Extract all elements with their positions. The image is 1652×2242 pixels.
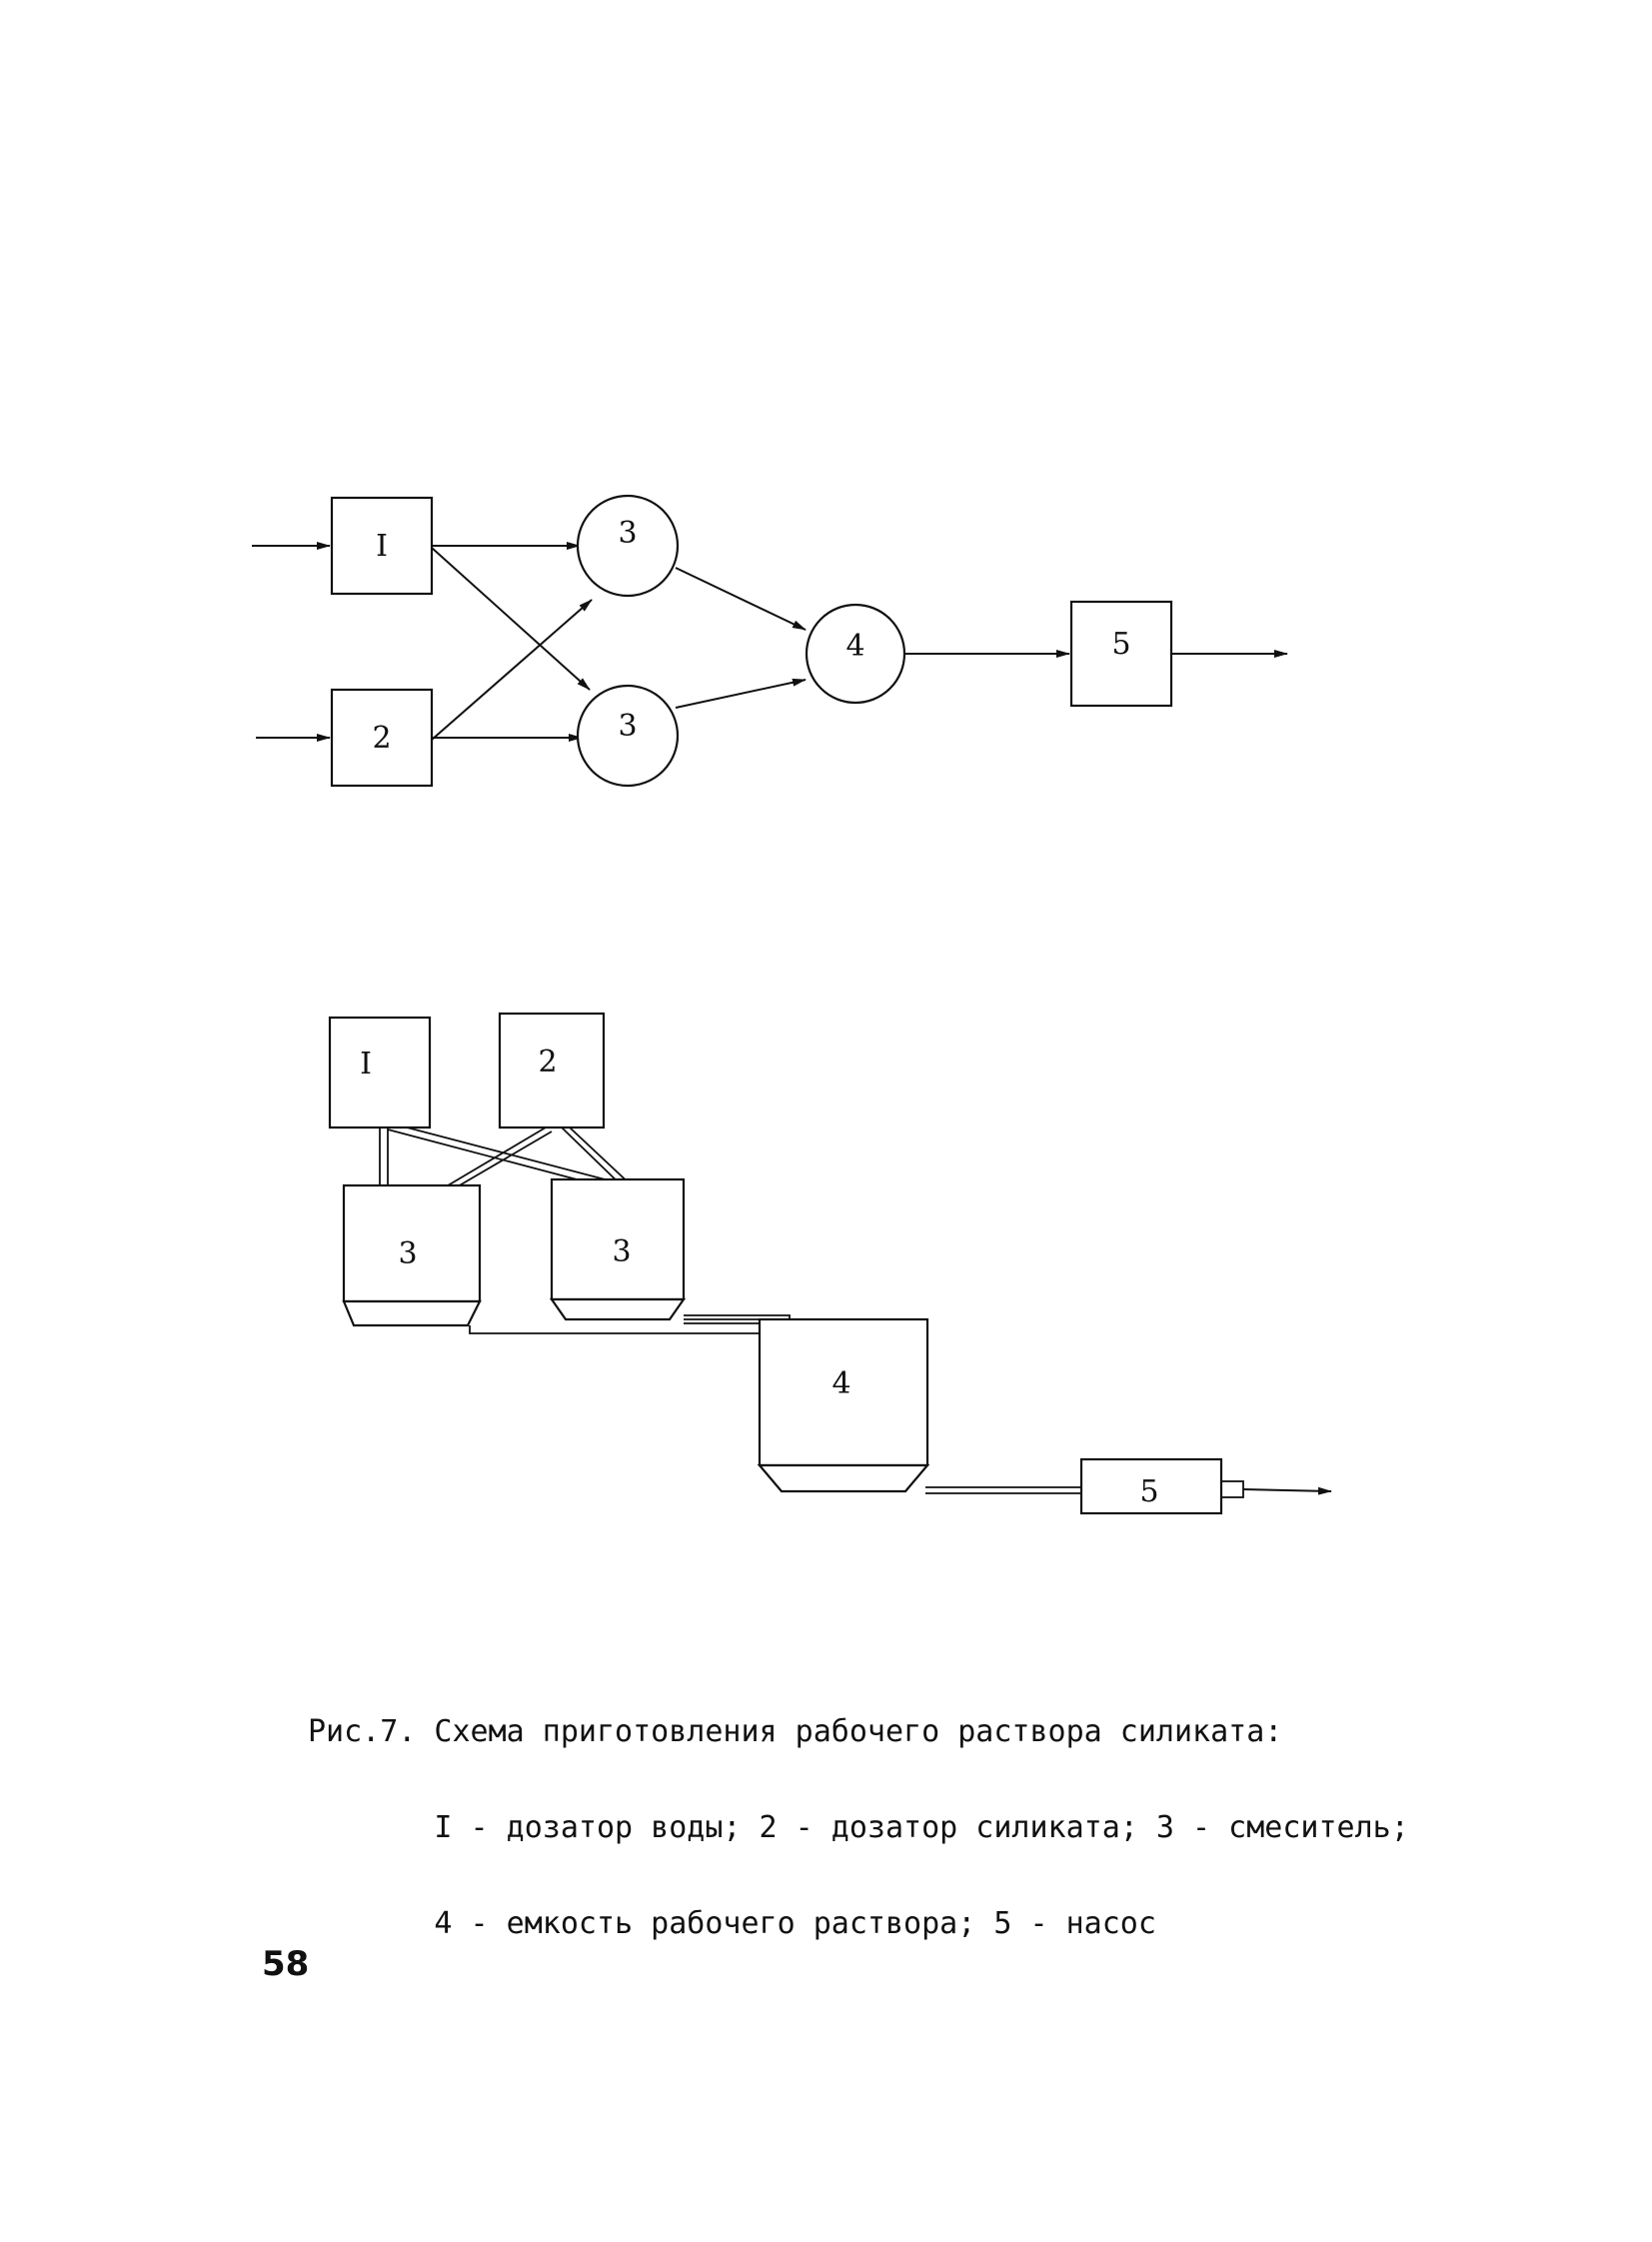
mixer-bottom-circle <box>576 684 680 788</box>
eq-pump-label: 5 <box>1139 1474 1158 1509</box>
eq-mixer-right <box>549 1177 687 1321</box>
eq-tank-label: 4 <box>831 1366 850 1401</box>
mixer-top-label: 3 <box>618 516 637 551</box>
edge-3top-to-4 <box>675 567 807 631</box>
caption-line-2: I - дозатор воды; 2 - дозатор силиката; … <box>308 1810 1409 1845</box>
eq-doser-water-label: I <box>360 1047 372 1082</box>
eq-tank <box>757 1317 930 1493</box>
pipe-tank-to-pump <box>925 1486 1083 1494</box>
eq-mixer-right-label: 3 <box>612 1234 631 1269</box>
mixer-top-circle <box>576 494 680 598</box>
pump-outlet <box>1220 1480 1332 1498</box>
block-diagram: I 2 3 3 4 5 <box>252 494 1288 788</box>
edge-2-to-3top <box>431 599 593 741</box>
tank-circle <box>805 603 906 705</box>
doser-water-label: I <box>376 529 388 564</box>
doser-silicate-box <box>330 688 434 788</box>
pump-box <box>1069 600 1173 708</box>
caption-line-3: 4 - емкость рабочего раствора; 5 - насос <box>308 1906 1156 1941</box>
pump-label: 5 <box>1111 627 1130 662</box>
edge-3bottom-to-4 <box>675 678 807 709</box>
eq-doser-silicate-box <box>498 1012 606 1129</box>
doser-silicate-label: 2 <box>372 721 391 756</box>
eq-mixer-left <box>342 1183 482 1327</box>
caption-line-1: Рис.7. Схема приготовления рабочего раст… <box>308 1714 1283 1749</box>
doser-water-box <box>330 496 434 596</box>
eq-doser-water-box <box>328 1016 432 1129</box>
eq-pump-box <box>1079 1457 1223 1515</box>
figure-caption: Рис.7. Схема приготовления рабочего раст… <box>308 1652 1409 1972</box>
eq-mixer-left-label: 3 <box>398 1236 417 1271</box>
tank-label: 4 <box>845 629 864 664</box>
edge-1-to-3bottom <box>431 547 591 691</box>
equipment-diagram: I 2 3 3 4 5 <box>328 1012 1332 1515</box>
mixer-bottom-label: 3 <box>618 709 637 744</box>
page-number: 58 <box>262 1944 310 1984</box>
eq-doser-silicate-label: 2 <box>538 1045 557 1080</box>
